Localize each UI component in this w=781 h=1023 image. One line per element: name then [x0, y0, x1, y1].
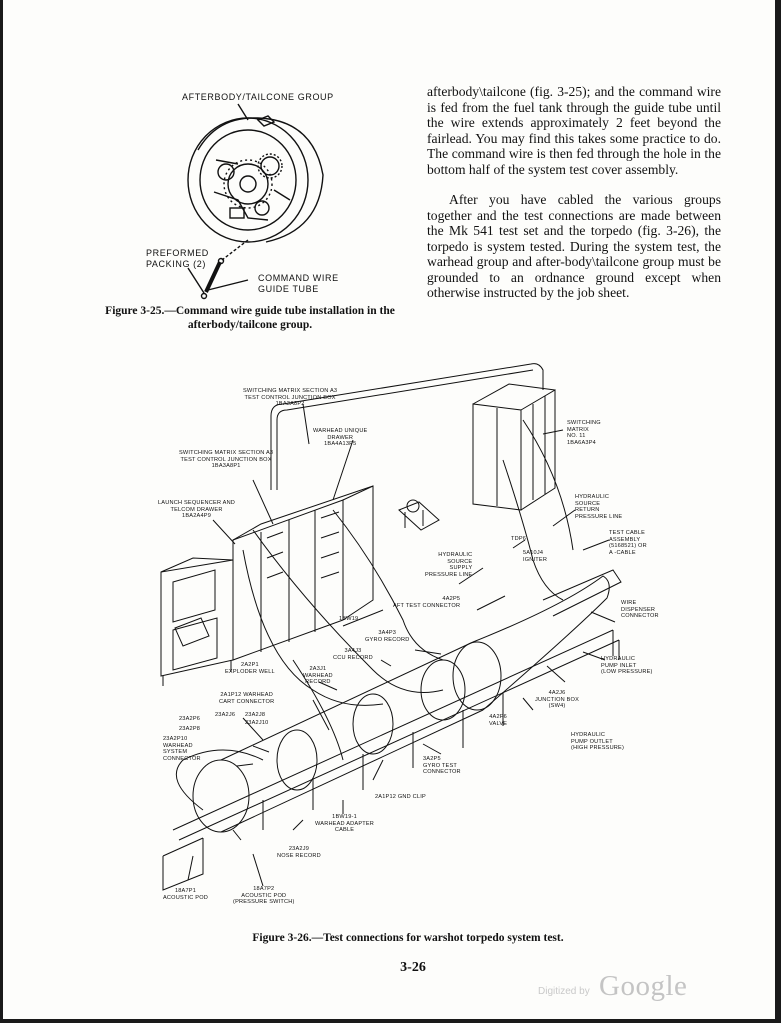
label-gyro-record: 3A4P3 GYRO RECORD [365, 630, 410, 643]
label-warhead-unique-drawer: WARHEAD UNIQUE DRAWER 1BA4A13P5 [313, 428, 368, 448]
label-acoustic-pod-pressure-switch: 18A7P2 ACOUSTIC POD (PRESSURE SWITCH) [233, 886, 295, 906]
label-valve: 4A2P6 VALVE [489, 714, 508, 727]
label-gnd-clip: 2A1P12 GND CLIP [375, 794, 426, 800]
label-switching-matrix-11: SWITCHING MATRIX NO. 11 1BA6A3P4 [567, 420, 601, 446]
label-junction-box: 4A2J6 JUNCTION BOX (SW4) [535, 690, 580, 710]
afterbody-tailcone-drawing [187, 103, 324, 300]
label-tdp6: TDP6 [511, 536, 527, 542]
watermark-google: Google [599, 970, 688, 1002]
label-warhead-system-connector: 23A2P10 WARHEAD SYSTEM CONNECTOR [163, 736, 201, 762]
paragraph-2: After you have cabled the various groups… [427, 192, 721, 300]
label-preformed-packing: PREFORMED PACKING (2) [146, 248, 209, 269]
label-command-wire-guide-tube: COMMAND WIRE GUIDE TUBE [258, 273, 339, 294]
label-igniter: 5A10J4 IGNITER [523, 550, 548, 563]
label-23a2j10: 23A2J10 [245, 720, 269, 726]
label-warhead-record: 2A3J1 WARHEAD RECORD [303, 666, 333, 686]
label-acoustic-pod: 18A7P1 ACOUSTIC POD [163, 888, 208, 901]
label-switching-matrix-top: SWITCHING MATRIX SECTION A3 TEST CONTROL… [243, 388, 338, 408]
figure-3-25-caption: Figure 3-25.—Command wire guide tube ins… [105, 305, 395, 331]
label-23a2p6: 23A2P6 [179, 716, 201, 722]
watermark-digitized-by: Digitized by [538, 986, 590, 997]
label-exploder-well: 2A2P1 EXPLODER WELL [225, 662, 275, 675]
figure-3-26: SWITCHING MATRIX SECTION A3 TEST CONTROL… [143, 360, 703, 920]
label-test-cable-assembly: TEST CABLE ASSEMBLY (5168521) OR A -CABL… [609, 530, 647, 556]
label-23a2j6: 23A2J6 [215, 712, 236, 718]
label-aft-test-connector: 4A2P5 AFT TEST CONNECTOR [393, 596, 461, 609]
body-text-column: afterbody\tailcone (fig. 3-25); and the … [427, 84, 721, 316]
label-cart-connector: 2A1P12 WARHEAD CART CONNECTOR [219, 692, 275, 705]
label-warhead-adapter-cable: 1BW19-1 WARHEAD ADAPTER CABLE [315, 814, 375, 834]
label-pump-inlet: HYDRAULIC PUMP INLET (LOW PRESSURE) [601, 656, 653, 676]
page-number: 3-26 [400, 960, 426, 975]
label-afterbody-tailcone-group: AFTERBODY/TAILCONE GROUP [182, 92, 334, 102]
google-watermark: Digitized by Google [533, 970, 703, 1006]
label-gyro-test-connector: 3A2P5 GYRO TEST CONNECTOR [423, 756, 461, 776]
label-nose-record: 23A2J9 NOSE RECORD [277, 846, 321, 859]
label-launch-sequencer: LAUNCH SEQUENCER AND TELCOM DRAWER 1BA2A… [158, 500, 236, 520]
label-23a2p8: 23A2P8 [179, 726, 201, 732]
figure-3-26-caption: Figure 3-26.—Test connections for warsho… [252, 932, 564, 944]
label-wire-dispenser: WIRE DISPENSER CONNECTOR [621, 600, 659, 620]
label-switching-matrix-left: SWITCHING MATRIX SECTION A3 TEST CONTROL… [179, 450, 274, 470]
document-page: AFTERBODY/TAILCONE GROUP PREFORMED PACKI… [3, 0, 775, 1019]
label-1bw19: 1BW19 [339, 616, 359, 622]
label-23a2j8: 23A2J8 [245, 712, 266, 718]
paragraph-1: afterbody\tailcone (fig. 3-25); and the … [427, 84, 721, 177]
label-ccu-record: 3A4J3 CCU RECORD [333, 648, 373, 661]
label-hydraulic-supply: HYDRAULIC SOURCE SUPPLY PRESSURE LINE [425, 552, 473, 578]
label-pump-outlet: HYDRAULIC PUMP OUTLET (HIGH PRESSURE) [571, 732, 625, 752]
test-setup-drawing [160, 363, 622, 891]
figure-3-25: AFTERBODY/TAILCONE GROUP PREFORMED PACKI… [98, 80, 408, 330]
label-hydraulic-return: HYDRAULIC SOURCE RETURN PRESSURE LINE [575, 494, 623, 520]
